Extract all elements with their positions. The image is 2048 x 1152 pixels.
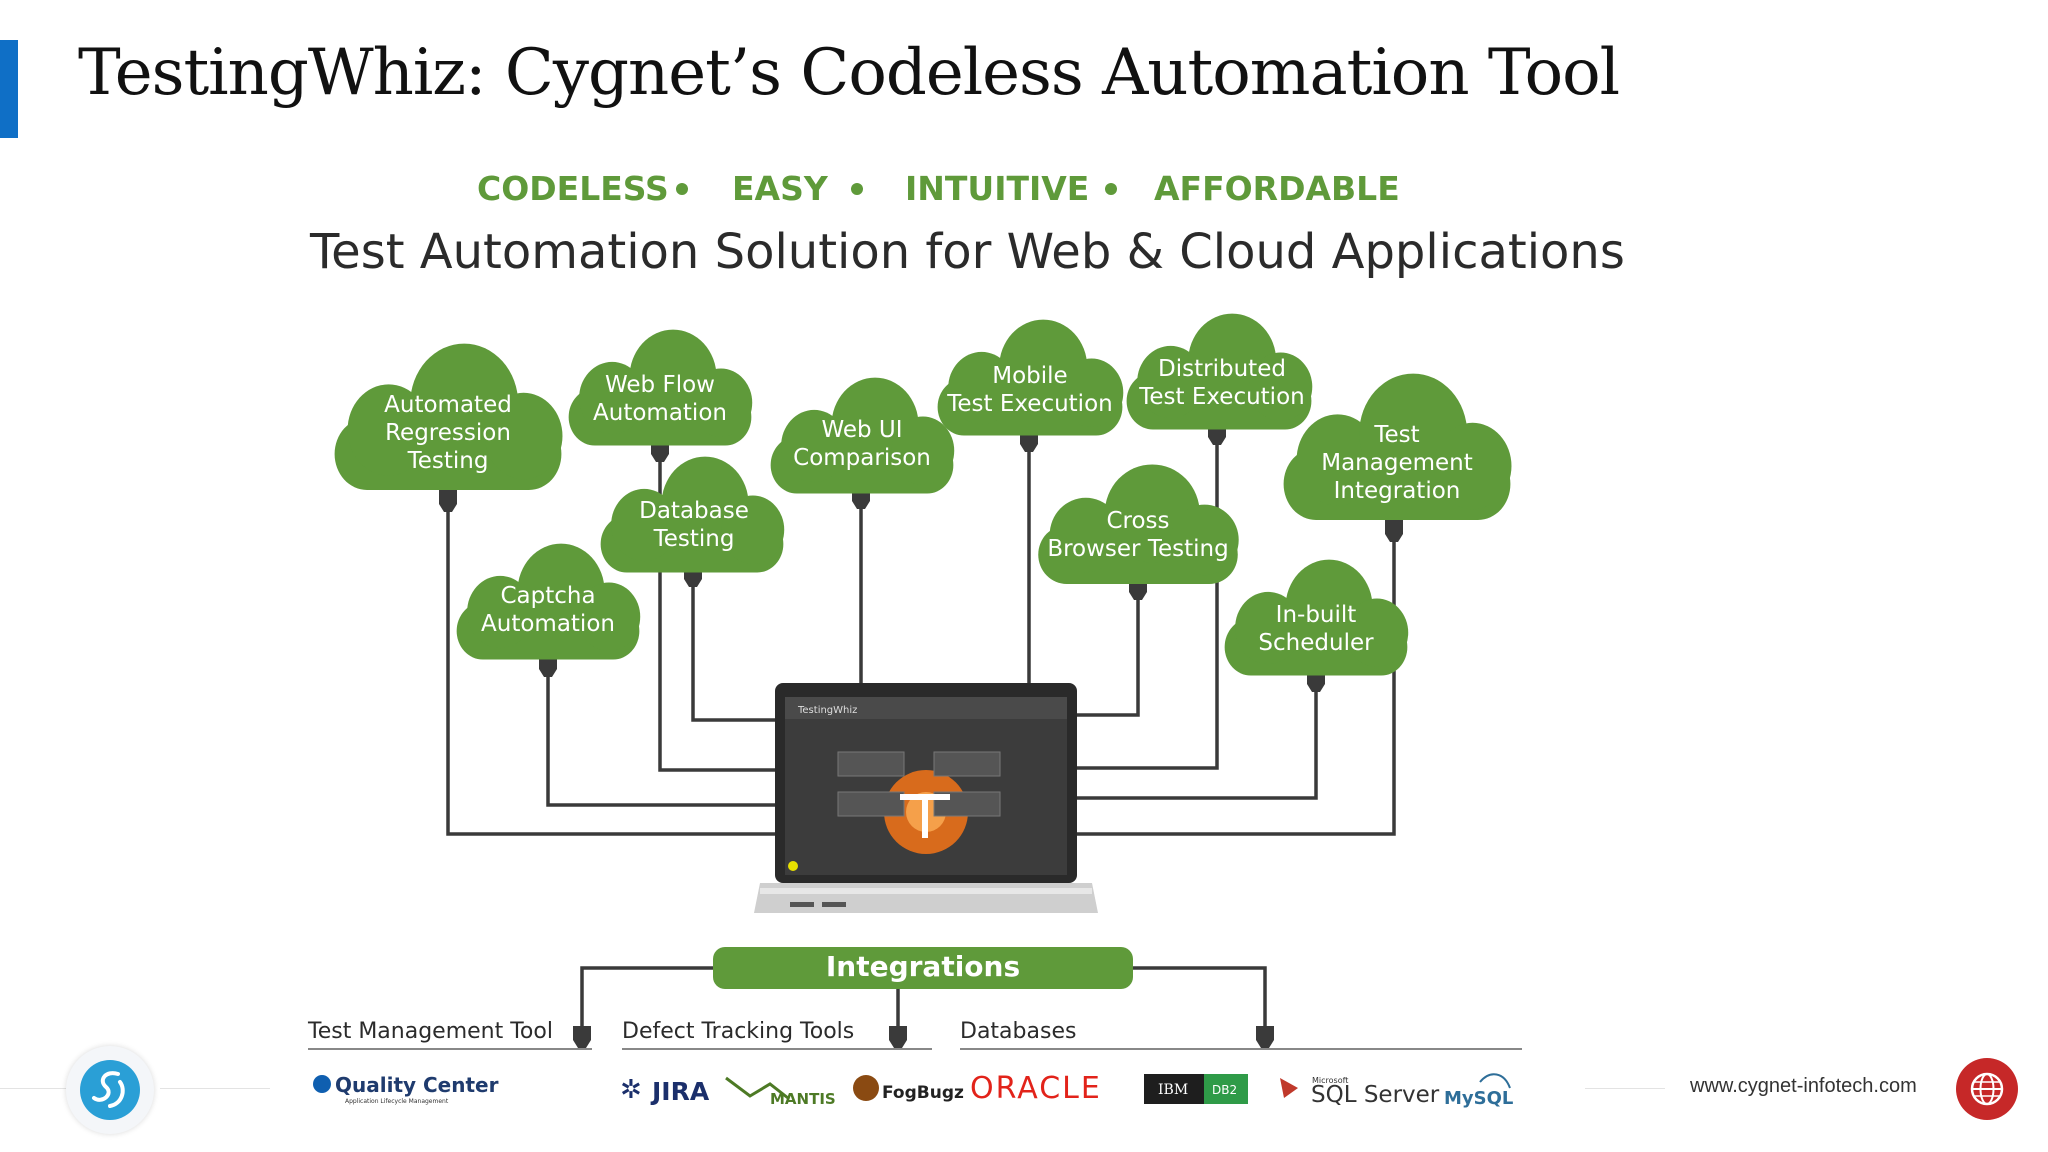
mantis-name: MANTIS: [770, 1090, 836, 1108]
globe-button[interactable]: [1956, 1058, 2018, 1120]
wire-scheduler: [1077, 680, 1318, 800]
jira-icon: ✲: [620, 1075, 642, 1105]
diagram-subtitle: Test Automation Solution for Web & Cloud…: [309, 224, 1625, 280]
wire-integration-left: [580, 966, 713, 1030]
wire-captcha: [546, 665, 775, 807]
cloud-label: Web UI: [821, 417, 902, 443]
cloud-label: Automation: [481, 611, 615, 637]
logo-jira: ✲ JIRA: [620, 1075, 710, 1106]
mantis-icon: [725, 1076, 789, 1100]
logo-mantis: MANTIS: [725, 1076, 836, 1108]
wire-crossbrowser: [1077, 585, 1140, 717]
category-databases: Databases: [960, 1019, 1076, 1044]
mysql-name: MySQL: [1444, 1088, 1513, 1109]
logo-oracle: ORACLE: [970, 1071, 1102, 1106]
quality-center-caption: Application Lifecycle Management: [345, 1098, 449, 1105]
sql-server-icon: [1280, 1078, 1298, 1098]
wire-integration-right: [1133, 966, 1267, 1030]
cloud-label: Automation: [593, 400, 727, 426]
footer-divider: [160, 1088, 270, 1089]
fogbugz-icon: [853, 1075, 879, 1101]
footer-divider: [1585, 1088, 1665, 1089]
wire-regression: [446, 510, 775, 836]
sql-server-name: SQL Server: [1311, 1082, 1440, 1108]
category-defect-tracking: Defect Tracking Tools: [622, 1019, 854, 1044]
logo-fogbugz: FogBugz: [853, 1075, 964, 1103]
website-url[interactable]: www.cygnet-infotech.com: [1690, 1075, 1917, 1097]
cloud-label: Integration: [1334, 478, 1461, 504]
wire-database: [691, 580, 775, 722]
page-title: TestingWhiz: Cygnet’s Codeless Automatio…: [78, 36, 1620, 110]
bullet-dot: [851, 183, 863, 195]
tagline-codeless: CODELESS: [477, 169, 669, 208]
tagline-easy: EASY: [732, 169, 829, 208]
plug-icon: [1256, 1026, 1274, 1048]
cloud-label: Captcha: [500, 583, 595, 609]
integrations-banner: [713, 947, 1133, 989]
footer-divider: [0, 1088, 66, 1089]
swan-glyph: [92, 1071, 125, 1108]
cloud-label: Browser Testing: [1047, 536, 1228, 562]
cloud-label: Comparison: [793, 445, 931, 471]
logo-sql-server: Microsoft SQL Server: [1280, 1076, 1440, 1108]
hp-icon: [313, 1075, 331, 1093]
jira-name: JIRA: [650, 1077, 710, 1106]
sql-server-small: Microsoft: [1312, 1076, 1348, 1085]
cloud-label: Automated: [384, 392, 512, 418]
plug-icon: [1385, 520, 1403, 542]
plug-icon: [439, 490, 457, 512]
cloud-label: Distributed: [1158, 356, 1286, 382]
globe-icon: [1970, 1072, 2004, 1106]
accent-bar: [0, 40, 18, 138]
integrations-connectors: [573, 966, 1274, 1048]
swan-logo-icon: [80, 1060, 140, 1120]
integrations-label: Integrations: [826, 950, 1020, 983]
tagline-row: CODELESS EASY INTUITIVE AFFORDABLE: [477, 169, 1400, 208]
dolphin-icon: [1479, 1073, 1511, 1089]
laptop-screen-label: TestingWhiz: [797, 705, 857, 716]
ibm-name: IBM: [1158, 1082, 1188, 1098]
brand-badge: [66, 1046, 154, 1134]
cloud-label: Mobile: [992, 363, 1067, 389]
logo-mysql: MySQL: [1444, 1073, 1513, 1109]
cloud-label: Web Flow: [605, 372, 715, 398]
cloud-label: Cross: [1106, 508, 1169, 534]
cloud-label: Scheduler: [1258, 630, 1374, 656]
laptop-illustration: TestingWhiz: [754, 683, 1098, 913]
cloud-label: Regression: [385, 420, 511, 446]
db2-name: DB2: [1212, 1083, 1237, 1097]
cloud-label: Test Execution: [946, 391, 1112, 417]
tagline-affordable: AFFORDABLE: [1154, 169, 1400, 208]
logo-quality-center: Quality Center Application Lifecycle Man…: [313, 1073, 499, 1105]
cloud-label: In-built: [1276, 602, 1357, 628]
plug-icon: [889, 1026, 907, 1048]
quality-center-name: Quality Center: [335, 1073, 499, 1097]
cloud-label: Management: [1321, 450, 1473, 476]
fogbugz-name: FogBugz: [882, 1083, 964, 1103]
cloud-label: Database: [639, 498, 749, 524]
cloud-label: Testing: [653, 526, 735, 552]
cloud-label: Testing: [407, 448, 489, 474]
category-test-management: Test Management Tool: [307, 1019, 553, 1044]
cloud-label: Test Execution: [1138, 384, 1304, 410]
logo-ibm-db2: IBM DB2: [1144, 1074, 1248, 1104]
plug-icon: [573, 1026, 591, 1048]
tagline-intuitive: INTUITIVE: [905, 169, 1089, 208]
cloud-label: Test: [1373, 422, 1419, 448]
bullet-dot: [1105, 183, 1117, 195]
bullet-dot: [676, 183, 688, 195]
